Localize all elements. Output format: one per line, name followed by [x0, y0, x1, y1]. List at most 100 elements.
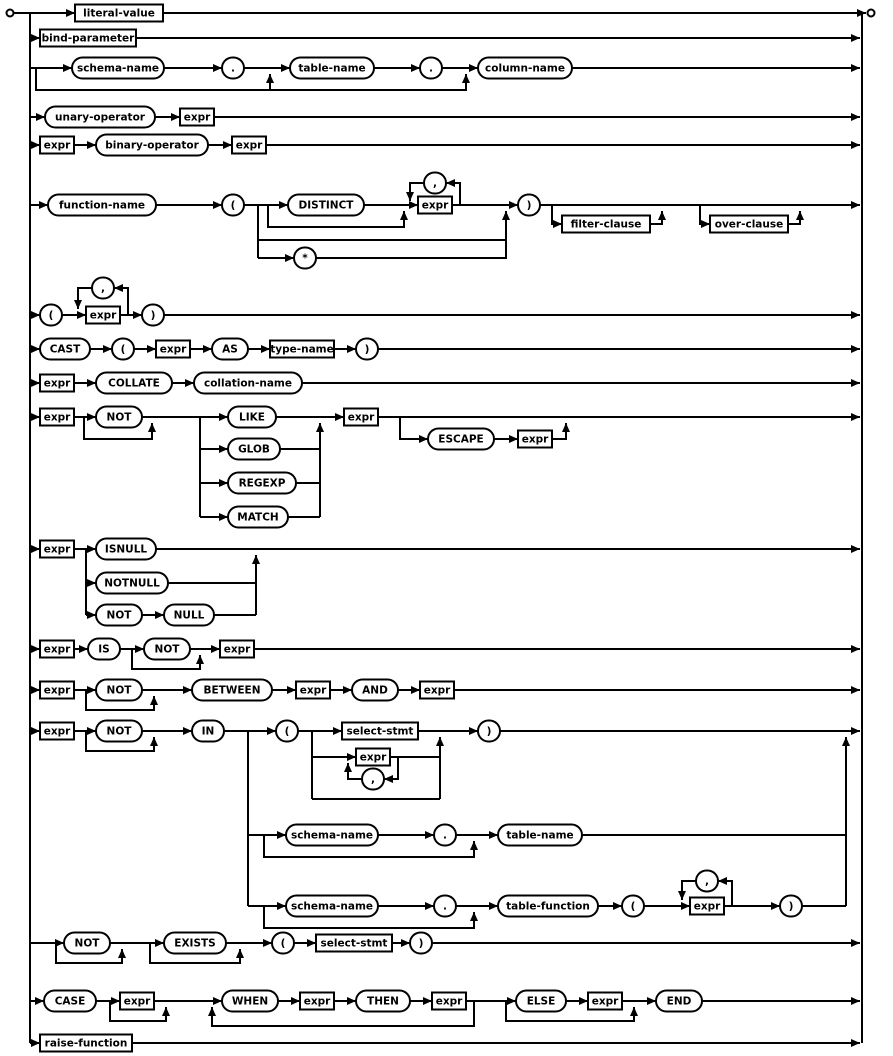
node-not-shape [63, 931, 111, 955]
node-case-shape [43, 989, 97, 1013]
node-expr-label: expr [694, 901, 721, 913]
node-escape-label: ESCAPE [438, 434, 483, 446]
node-when-label: WHEN [232, 996, 268, 1008]
node-expr-shape [299, 991, 335, 1011]
node-notnull-shape [95, 571, 169, 595]
node-filter-clause: filter-clause [561, 214, 651, 234]
node-expr-label: expr [224, 644, 251, 656]
node-table-function-shape [497, 894, 599, 918]
node-table-name-shape [289, 56, 375, 80]
node-dot: . [419, 56, 443, 80]
node-not-label: NOT [155, 644, 181, 656]
node-select-stmt-shape [341, 721, 419, 741]
node-expr: expr [295, 680, 331, 700]
node-not: NOT [95, 719, 143, 743]
node-dot-label: . [231, 63, 235, 75]
node-open-paren-label: ( [285, 726, 290, 738]
node-like-shape [227, 405, 277, 429]
node-unary-operator: unary-operator [44, 105, 156, 129]
node-null-label: NULL [174, 610, 205, 622]
node-bind-parameter: bind-parameter [39, 28, 137, 48]
node-else-shape [515, 989, 567, 1013]
node-as-label: AS [222, 344, 238, 356]
node-expr-shape [417, 195, 453, 215]
node-not: NOT [95, 603, 143, 627]
node-notnull-label: NOTNULL [104, 578, 160, 590]
node-raise-function: raise-function [39, 1033, 133, 1053]
node-close-paren: ) [779, 894, 803, 918]
node-type-name-shape [269, 339, 335, 359]
node-as-shape [211, 337, 249, 361]
node-open-paren-shape [39, 303, 63, 327]
node-close-paren: ) [517, 193, 541, 217]
node-null: NULL [163, 603, 215, 627]
node-not-shape [95, 719, 143, 743]
node-close-paren-shape [477, 719, 501, 743]
node-star-label: * [302, 253, 308, 265]
node-expr-shape [419, 680, 455, 700]
node-filter-clause-label: filter-clause [571, 219, 642, 231]
node-cast: CAST [39, 337, 91, 361]
node-expr-shape [39, 721, 75, 741]
node-expr: expr [39, 539, 75, 559]
node-expr-shape [39, 539, 75, 559]
node-expr-label: expr [44, 378, 71, 390]
node-table-name: table-name [289, 56, 375, 80]
node-schema-name-label: schema-name [77, 63, 159, 75]
node-binary-operator-shape [95, 133, 209, 157]
node-not-shape [95, 405, 143, 429]
node-expr: expr [39, 407, 75, 427]
node-exists-label: EXISTS [174, 938, 215, 950]
node-close-paren-label: ) [789, 901, 794, 913]
node-expr-shape [39, 135, 75, 155]
node-match: MATCH [227, 505, 289, 529]
node-expr-shape [295, 680, 331, 700]
node-expr: expr [419, 680, 455, 700]
node-raise-function-shape [39, 1033, 133, 1053]
node-over-clause-shape [709, 214, 789, 234]
node-expr: expr [431, 991, 467, 1011]
node-isnull-shape [95, 537, 157, 561]
node-expr: expr [231, 135, 267, 155]
node-expr: expr [85, 305, 121, 325]
node-expr-label: expr [236, 140, 263, 152]
node-expr: expr [155, 339, 191, 359]
node-dot: . [433, 894, 457, 918]
node-function-name: function-name [47, 193, 157, 217]
node-collation-name-shape [193, 371, 303, 395]
end-terminal-icon [866, 8, 876, 18]
node-table-function: table-function [497, 894, 599, 918]
node-not-shape [143, 637, 191, 661]
node-expr: expr [587, 991, 623, 1011]
node-then-shape [355, 989, 411, 1013]
node-schema-name-label: schema-name [291, 901, 373, 913]
node-open-paren: ( [275, 719, 299, 743]
node-else-label: ELSE [527, 996, 556, 1008]
node-over-clause: over-clause [709, 214, 789, 234]
node-schema-name-shape [285, 823, 379, 847]
node-expr-shape [355, 747, 391, 767]
node-star: * [293, 246, 317, 270]
node-expr-label: expr [160, 344, 187, 356]
node-distinct-shape [287, 193, 365, 217]
node-open-paren-label: ( [631, 901, 636, 913]
node-table-name-shape [497, 823, 583, 847]
node-binary-operator-label: binary-operator [105, 140, 199, 152]
node-comma-shape [695, 869, 719, 893]
node-not-label: NOT [107, 610, 133, 622]
node-expr-label: expr [424, 685, 451, 697]
node-open-paren: ( [39, 303, 63, 327]
node-collate: COLLATE [95, 371, 173, 395]
node-select-stmt: select-stmt [341, 721, 419, 741]
node-expr: expr [417, 195, 453, 215]
node-schema-name: schema-name [285, 823, 379, 847]
node-collation-name-label: collation-name [204, 378, 292, 390]
node-function-name-shape [47, 193, 157, 217]
node-between-label: BETWEEN [203, 685, 260, 697]
node-open-paren-shape [271, 931, 295, 955]
node-open-paren-label: ( [281, 938, 286, 950]
node-close-paren-label: ) [487, 726, 492, 738]
node-open-paren-label: ( [231, 200, 236, 212]
node-close-paren-shape [141, 303, 165, 327]
node-expr-shape [343, 407, 379, 427]
